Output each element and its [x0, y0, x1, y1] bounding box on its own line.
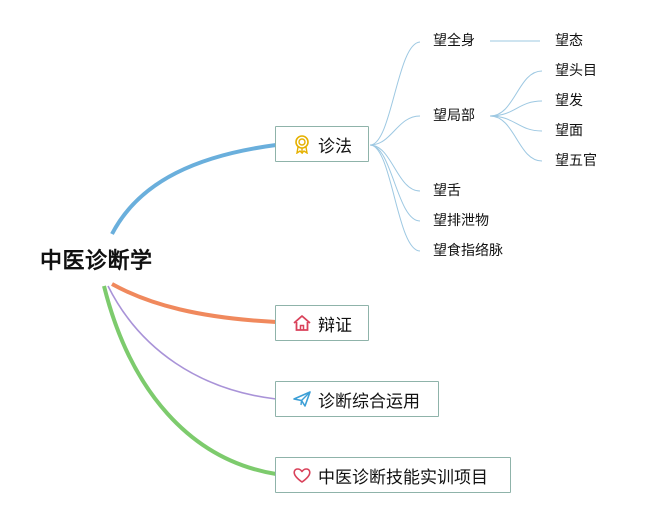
connector-root-zonghe	[107, 285, 277, 400]
topic-label: 诊法	[318, 136, 352, 157]
award-ribbon-icon	[292, 134, 312, 154]
connector-zhenfa-wangshe	[369, 144, 421, 192]
connector-zhenfa-wangshizhi	[369, 144, 421, 252]
subtopic-wangwuguan[interactable]: 望五官	[555, 153, 597, 169]
subtopic-wangtai[interactable]: 望态	[555, 33, 583, 49]
connector-wangjubu-wangtoumu	[489, 70, 543, 117]
root-topic[interactable]: 中医诊断学	[40, 249, 153, 274]
topic-label: 中医诊断技能实训项目	[318, 467, 488, 488]
home-icon	[292, 313, 312, 333]
subtopic-wangtoumu[interactable]: 望头目	[555, 63, 597, 79]
connector-wangjubu-wangmian	[489, 115, 543, 132]
subtopic-wangshe[interactable]: 望舌	[433, 183, 461, 199]
topic-zhenduan-zonghe-yunyong[interactable]: 诊断综合运用	[275, 381, 439, 417]
connector-zhenfa-wangjubu	[369, 115, 421, 146]
subtopic-wangquanshen[interactable]: 望全身	[433, 33, 475, 49]
paper-plane-icon	[292, 389, 312, 409]
topic-bianzheng[interactable]: 辩证	[275, 305, 369, 341]
connector-zhenfa-wangpaixiewu	[369, 144, 421, 222]
subtopic-wangjubu[interactable]: 望局部	[433, 108, 475, 124]
connector-wangjubu-wangfa	[489, 100, 543, 117]
topic-jineng-shixun-xiangmu[interactable]: 中医诊断技能实训项目	[275, 457, 511, 493]
subtopic-wangpaixiewu[interactable]: 望排泄物	[433, 213, 489, 229]
heart-icon	[292, 465, 312, 485]
topic-label: 辩证	[318, 315, 352, 336]
subtopic-wangshizhiluomai[interactable]: 望食指络脉	[433, 243, 503, 259]
connector-root-bianzheng	[111, 282, 277, 324]
connector-root-zhenfa	[110, 143, 277, 235]
connector-wangjubu-wangwuguan	[489, 115, 543, 162]
subtopic-wangfa[interactable]: 望发	[555, 93, 583, 109]
topic-label: 诊断综合运用	[318, 391, 420, 412]
topic-zhenfa[interactable]: 诊法	[275, 126, 369, 162]
connector-zhenfa-wangquanshen	[369, 41, 421, 146]
connector-root-shixun	[102, 285, 277, 476]
subtopic-wangmian[interactable]: 望面	[555, 123, 583, 139]
